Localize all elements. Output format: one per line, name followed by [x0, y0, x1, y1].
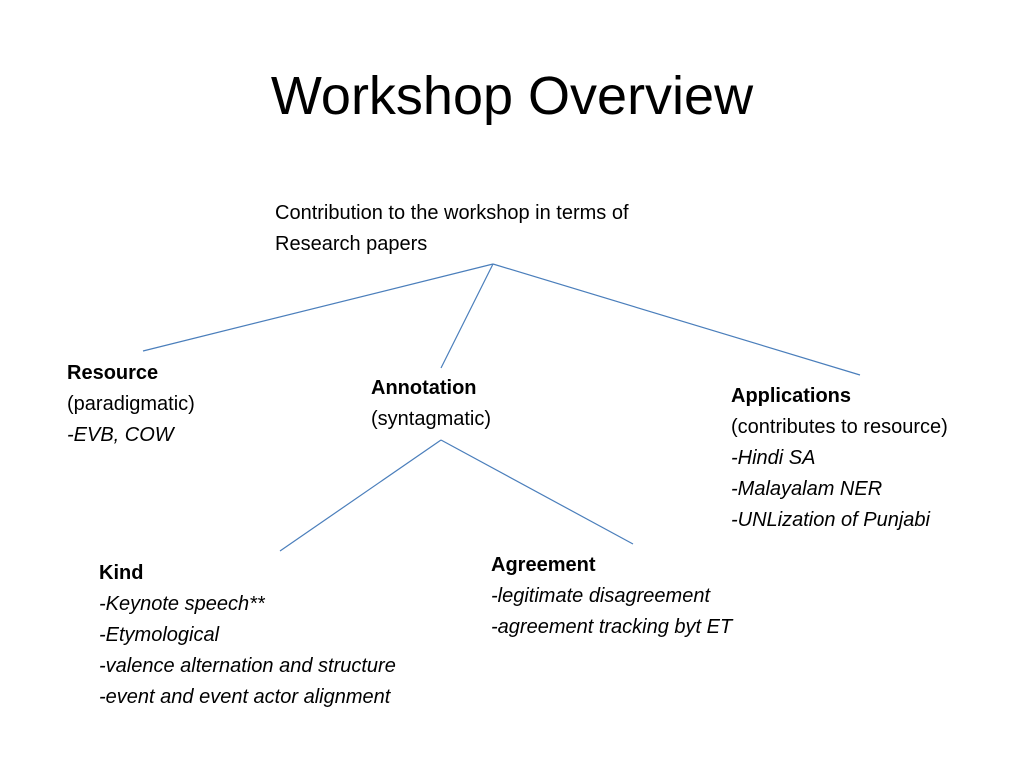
applications-item: -Hindi SA — [731, 447, 816, 469]
connector-root-applications — [492, 263, 861, 376]
root-node: Contribution to the workshop in terms of… — [275, 198, 629, 260]
agreement-node: Agreement -legitimate disagreement -agre… — [491, 550, 732, 643]
kind-item: -Keynote speech** — [99, 593, 265, 615]
connector-annotation-agreement — [440, 439, 634, 545]
kind-heading: Kind — [99, 562, 144, 584]
root-line-1: Contribution to the workshop in terms of — [275, 202, 629, 224]
slide-title: Workshop Overview — [270, 66, 754, 126]
agreement-item: -agreement tracking byt ET — [491, 616, 733, 638]
applications-heading: Applications — [731, 385, 852, 407]
resource-item: -EVB, COW — [67, 424, 174, 446]
annotation-heading: Annotation — [371, 377, 477, 399]
root-line-2: Research papers — [275, 233, 428, 255]
resource-subtitle: (paradigmatic) — [67, 393, 195, 415]
annotation-subtitle: (syntagmatic) — [371, 408, 492, 430]
resource-heading: Resource — [67, 362, 159, 384]
kind-item: -event and event actor alignment — [99, 686, 391, 708]
kind-item: -Etymological — [99, 624, 220, 646]
kind-item: -valence alternation and structure — [99, 655, 396, 677]
annotation-node: Annotation (syntagmatic) — [371, 373, 491, 435]
agreement-heading: Agreement — [491, 554, 596, 576]
connector-root-resource — [142, 263, 494, 352]
agreement-item: -legitimate disagreement — [491, 585, 710, 607]
connector-root-annotation — [440, 263, 494, 369]
connector-annotation-kind — [279, 439, 442, 552]
applications-item: -UNLization of Punjabi — [731, 509, 930, 531]
resource-node: Resource (paradigmatic) -EVB, COW — [67, 358, 195, 451]
applications-subtitle: (contributes to resource) — [731, 416, 948, 438]
kind-node: Kind -Keynote speech** -Etymological -va… — [99, 558, 396, 713]
applications-node: Applications (contributes to resource) -… — [731, 381, 948, 536]
applications-item: -Malayalam NER — [731, 478, 883, 500]
